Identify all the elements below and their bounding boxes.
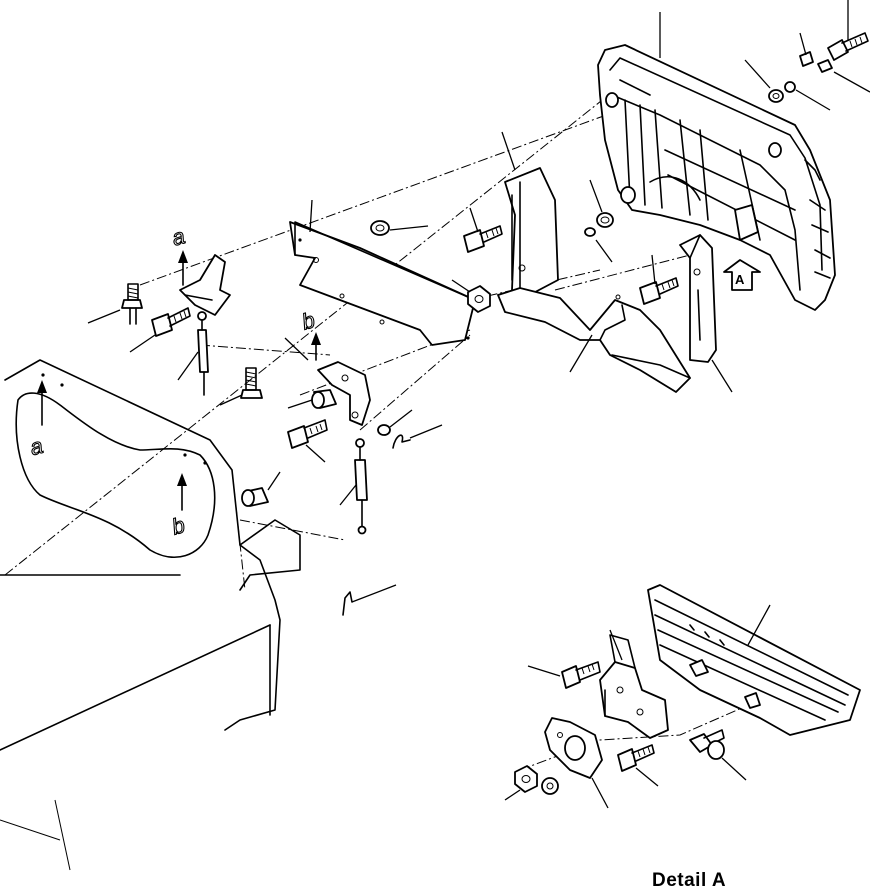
ref-a-cushion: a [27, 433, 45, 460]
right-vertical-bracket: A [639, 234, 761, 393]
center-bracket-tray [451, 131, 691, 393]
detail-a-caption: Detail A [652, 870, 727, 891]
view-arrow-label: A [735, 272, 745, 287]
detail-a-view [504, 584, 861, 809]
ref-b-cushion: b [169, 512, 187, 539]
ref-b-plate: b [299, 307, 317, 334]
seat-base: a b [0, 359, 301, 871]
middle-bracket-assembly [219, 361, 443, 616]
left-bracket-assembly: a [87, 223, 231, 396]
seat-back-shell [597, 0, 870, 311]
ref-a-bracket: a [169, 223, 187, 250]
